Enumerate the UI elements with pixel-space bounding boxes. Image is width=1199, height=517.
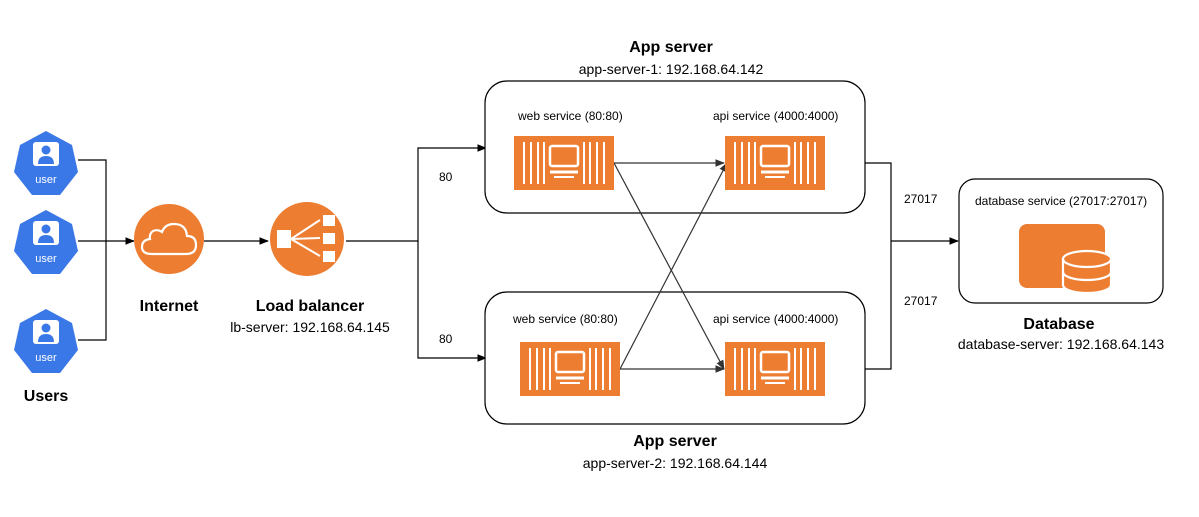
internet-title: Internet (139, 298, 199, 315)
container-icon (512, 134, 616, 192)
user-label: user (35, 174, 57, 186)
app-server-1-title: App server (629, 39, 713, 56)
app-server-1-subtitle: app-server-1: 192.168.64.142 (578, 61, 764, 77)
user-label: user (35, 253, 57, 265)
port-label-app1-db: 27017 (904, 192, 938, 206)
load-balancer-title: Load balancer (255, 298, 365, 315)
service-cross-links (613, 159, 728, 373)
load-balancer-icon (270, 202, 344, 276)
app-server-1-api-service-label: api service (4000:4000) (713, 109, 839, 123)
cloud-icon (134, 204, 204, 274)
database-icon (1019, 224, 1113, 295)
port-label-lb-app2: 80 (439, 332, 453, 346)
users-title: Users (23, 388, 69, 405)
user-icon: user (14, 210, 78, 274)
container-icon (518, 340, 622, 398)
database-title: Database (1023, 316, 1095, 333)
container-icon (723, 340, 827, 398)
app-server-2-web-service-label: web service (80:80) (513, 312, 618, 326)
users-to-internet-connector (78, 159, 135, 341)
user-icon: user (14, 131, 78, 195)
port-label-app2-db: 27017 (904, 294, 938, 308)
load-balancer-subtitle: lb-server: 192.168.64.145 (230, 319, 390, 335)
database-subtitle: database-server: 192.168.64.143 (957, 336, 1165, 352)
user-icon: user (14, 309, 78, 373)
database-service-label: database service (27017:27017) (975, 194, 1148, 208)
lb-to-app-servers-connector (346, 144, 487, 362)
user-label: user (35, 352, 57, 364)
app-server-2-title: App server (633, 433, 717, 450)
container-icon (723, 134, 827, 192)
port-label-lb-app1: 80 (439, 170, 453, 184)
app-server-2-api-service-label: api service (4000:4000) (713, 312, 839, 326)
app-server-2-subtitle: app-server-2: 192.168.64.144 (582, 455, 768, 471)
app-server-1-web-service-label: web service (80:80) (518, 109, 623, 123)
